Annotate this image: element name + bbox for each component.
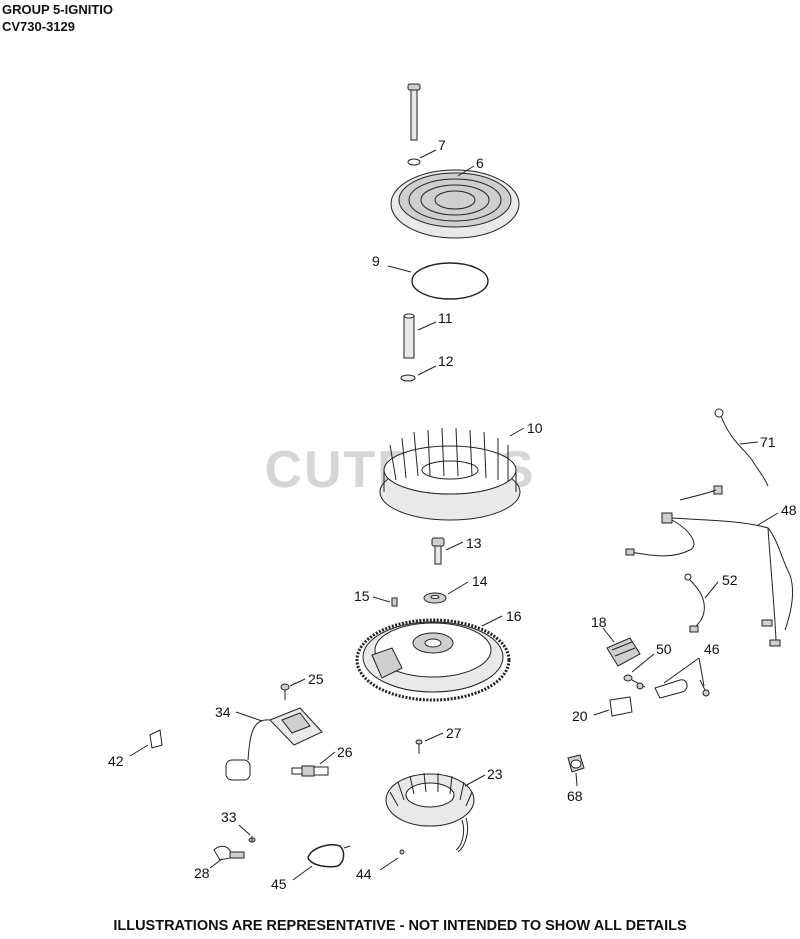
callout-34: 34 (215, 704, 231, 720)
part-18-rectifier (606, 637, 641, 667)
callout-18: 18 (591, 614, 607, 630)
callout-33: 33 (221, 809, 237, 825)
callout-16: 16 (506, 608, 522, 624)
part-7-bolt (407, 83, 421, 166)
diagram-model-number: CV730-3129 (2, 19, 75, 34)
disclaimer-footer: ILLUSTRATIONS ARE REPRESENTATIVE - NOT I… (113, 918, 687, 934)
part-16-flywheel (355, 618, 511, 702)
callout-68: 68 (567, 788, 583, 804)
part-10-fan (379, 427, 521, 521)
callout-48: 48 (781, 502, 797, 518)
part-33-screw (248, 836, 256, 843)
callout-20: 20 (572, 708, 588, 724)
callout-50: 50 (656, 641, 672, 657)
callout-10: 10 (527, 420, 543, 436)
part-52-lead (684, 573, 705, 633)
part-14-washer (423, 592, 447, 604)
part-25-screw (280, 683, 290, 700)
callout-25: 25 (308, 671, 324, 687)
callout-11: 11 (438, 310, 453, 326)
callout-6: 6 (476, 155, 484, 171)
callout-23: 23 (487, 766, 503, 782)
part-71-wire (714, 408, 769, 487)
part-12-washer (400, 374, 416, 382)
callout-71: 71 (760, 434, 776, 450)
callout-52: 52 (722, 572, 738, 588)
part-48-harness (625, 485, 793, 647)
callout-46: 46 (704, 641, 720, 657)
callout-26: 26 (337, 744, 353, 760)
part-13-bolt (431, 537, 445, 565)
part-26-spark-plug (291, 765, 329, 777)
part-15-key (391, 597, 398, 607)
callout-12: 12 (438, 353, 454, 369)
part-34-ignition-module (225, 707, 323, 781)
callout-7: 7 (438, 137, 446, 153)
callout-28: 28 (194, 865, 210, 881)
part-50-screw (623, 674, 646, 690)
part-6-grass-screen (390, 169, 520, 239)
part-11-spacer (403, 313, 415, 359)
part-27-screw (415, 739, 423, 754)
callout-9: 9 (372, 253, 380, 269)
callout-45: 45 (271, 876, 287, 892)
part-46-bracket (654, 679, 710, 699)
part-45-band (307, 844, 351, 868)
part-23-stator (385, 772, 475, 853)
callout-15: 15 (354, 588, 370, 604)
part-9-ring (411, 262, 489, 300)
callout-27: 27 (446, 725, 462, 741)
callout-44: 44 (356, 866, 372, 882)
part-68-clamp (567, 754, 585, 773)
diagram-group-title: GROUP 5-IGNITIO (2, 2, 113, 17)
callout-42: 42 (108, 753, 124, 769)
part-42-clip (149, 729, 163, 749)
part-20-plate (609, 696, 633, 717)
part-28-clip (213, 845, 245, 861)
part-44-pin (399, 849, 405, 855)
callout-13: 13 (466, 535, 482, 551)
callout-14: 14 (472, 573, 488, 589)
